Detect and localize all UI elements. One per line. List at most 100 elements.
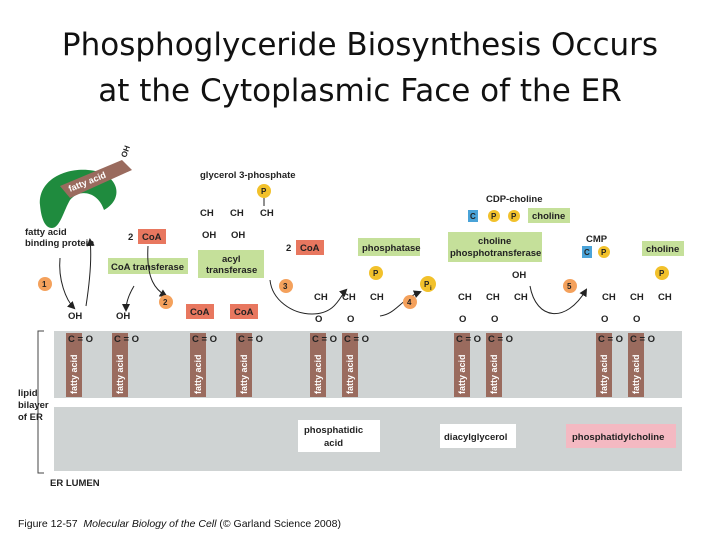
- cmp-phosphate: [598, 246, 610, 258]
- acyl-transferase-enzyme: [198, 250, 264, 278]
- fatty-acid-tail-label-8: fatty acid: [489, 354, 499, 394]
- dag-ch: CH: [486, 292, 500, 303]
- fatty-acid-tail-2: [112, 333, 128, 397]
- pi-text: P: [424, 280, 430, 289]
- cdp-choline-box: [528, 208, 570, 223]
- phosphatidylcholine-box: [566, 424, 676, 448]
- pi-sub: i: [430, 286, 432, 292]
- pa-ch: CH: [342, 292, 356, 303]
- pi-released: [420, 276, 436, 292]
- dag-ch2-right: CH: [514, 292, 528, 303]
- fatty-acid-tail-7: [454, 333, 470, 397]
- fatty-acid-tail-label-10: fatty acid: [631, 354, 641, 394]
- carbonyl-4: C = O: [238, 334, 263, 345]
- fatty-acid-tail-8: [486, 333, 502, 397]
- pa-ch2-left: CH: [314, 292, 328, 303]
- pc-ch2-left: CH: [602, 292, 616, 303]
- carbonyl-5: C = O: [312, 334, 337, 345]
- fatty-acid-tail-5: [310, 333, 326, 397]
- fatty-acid-tails: fatty acid C = O fatty acid C = O fatty acid…: [66, 314, 655, 397]
- step-3-number: 3: [283, 282, 288, 291]
- step-2-number: 2: [163, 298, 168, 307]
- ester-oxygen-7: O: [459, 314, 466, 325]
- arrow-acylation: [269, 279, 348, 315]
- pc-phosphate: [655, 266, 669, 280]
- ester-oxygen-10: O: [633, 314, 640, 325]
- pc-ch2-right: CH: [658, 292, 672, 303]
- arrow-coa-transfer: [147, 245, 168, 298]
- carbonyl-10: C = O: [630, 334, 655, 345]
- label-er-lumen: ER LUMEN: [50, 478, 100, 489]
- binding-protein-oh: OH: [119, 144, 132, 159]
- cdp-phosphate-1: [488, 210, 500, 222]
- caption-book: Molecular Biology of the Cell: [83, 518, 217, 530]
- free-fa-oh-1: OH: [68, 311, 82, 322]
- g3p-phosphate: [257, 184, 271, 198]
- label-lipid: lipid: [18, 388, 38, 399]
- step-1-badge: [38, 277, 52, 291]
- label-binding-protein: binding protein: [25, 238, 94, 249]
- bilayer-bracket: [37, 330, 44, 474]
- step-4-number: 4: [407, 298, 412, 307]
- step-1-number: 1: [42, 280, 47, 289]
- arrow-dephosphorylation: [379, 290, 422, 317]
- carbonyl-3: C = O: [192, 334, 217, 345]
- fatty-acid-tail-6: [342, 333, 358, 397]
- g3p-ch2-left: CH: [200, 208, 214, 219]
- choline-phosphotransferase-enzyme: [448, 232, 542, 262]
- cmp-cytidine: [582, 246, 592, 258]
- arrow-uptake: [85, 238, 95, 307]
- membrane-leaflet-cytosolic: [54, 331, 682, 398]
- coa-box-2: [186, 304, 214, 319]
- coa-box-3: [230, 304, 258, 319]
- cdp-phosphate-2: [508, 210, 520, 222]
- fatty-acid-tail-10: [628, 333, 644, 397]
- cdp-c-text: C: [470, 212, 476, 221]
- arrow-release: [59, 257, 76, 310]
- g3p-ch2-right: CH: [260, 208, 274, 219]
- fatty-acid-tail-3: [190, 333, 206, 397]
- cdp-choline-text: choline: [532, 211, 565, 222]
- pc-phosphate-text: P: [659, 269, 665, 278]
- g3p-oh-1: OH: [202, 230, 216, 241]
- g3p-phosphate-text: P: [261, 187, 267, 196]
- figure-caption: Figure 12-57 Molecular Biology of the Ce…: [18, 518, 341, 530]
- title-line-2: at the Cytoplasmic Face of the ER: [98, 73, 622, 109]
- ester-oxygen-8: O: [491, 314, 498, 325]
- pa-ch2-right: CH: [370, 292, 384, 303]
- phosphatidylcholine-text: phosphatidylcholine: [572, 432, 664, 443]
- coa-box-2-text: CoA: [190, 307, 210, 318]
- caption-credit: (© Garland Science 2008): [219, 518, 341, 530]
- ester-oxygen-9: O: [601, 314, 608, 325]
- fatty-acid-tail-label-7: fatty acid: [457, 354, 467, 394]
- label-2-coa: 2: [286, 243, 291, 254]
- pc-ch: CH: [630, 292, 644, 303]
- free-fa-oh-2: OH: [116, 311, 130, 322]
- cmp-p-text: P: [601, 248, 607, 257]
- carbonyl-1: C = O: [68, 334, 93, 345]
- label-cmp: CMP: [586, 234, 608, 245]
- fatty-acid-tail-1: [66, 333, 82, 397]
- fatty-acid-tail-label-2: fatty acid: [115, 354, 125, 394]
- diacylglycerol-box: [440, 424, 516, 448]
- fatty-acid-tail-4: [236, 333, 252, 397]
- carbonyl-9: C = O: [598, 334, 623, 345]
- caption-figure: Figure 12-57: [18, 518, 78, 530]
- step-5-number: 5: [567, 282, 572, 291]
- acyl-transferase-text-2: transferase: [206, 265, 257, 276]
- pa-phosphate: [369, 266, 383, 280]
- page-title: Phosphoglyceride Biosynthesis Occurs at …: [0, 22, 720, 114]
- phosphatidic-acid-box: [298, 420, 380, 452]
- coa-box-1-text: CoA: [142, 232, 162, 243]
- fatty-acid-binding-protein: fatty acid OH: [39, 144, 132, 228]
- step-4-badge: [403, 295, 417, 309]
- phosphatidic-acid-text-2: acid: [324, 438, 343, 449]
- cdp-cytidine: [468, 210, 478, 222]
- dag-oh: OH: [512, 270, 526, 281]
- carbonyl-7: C = O: [456, 334, 481, 345]
- label-of-er: of ER: [18, 412, 43, 423]
- label-fatty-acid: fatty acid: [25, 227, 67, 238]
- fatty-acid-tail-label-1: fatty acid: [69, 354, 79, 394]
- label-glycerol-3-phosphate: glycerol 3-phosphate: [200, 170, 296, 181]
